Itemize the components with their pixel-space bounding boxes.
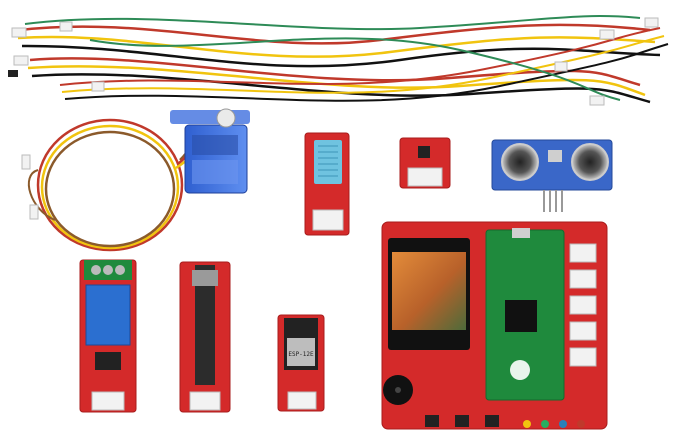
ultrasonic-sensor-icon — [491, 139, 613, 212]
ribbon-wire-icon — [8, 15, 669, 106]
slide-potentiometer-icon — [179, 261, 231, 413]
wifi-module-icon: ESP-12E — [277, 314, 325, 412]
wifi-chip-label: ESP-12E — [288, 351, 314, 358]
relay-module-icon — [79, 259, 137, 413]
servo-motor-icon — [170, 108, 250, 194]
chip-sensor-icon — [399, 137, 451, 189]
pico-expansion-board-icon — [381, 221, 608, 430]
servo-cable-icon — [21, 118, 214, 252]
temperature-humidity-sensor-icon — [304, 132, 350, 236]
